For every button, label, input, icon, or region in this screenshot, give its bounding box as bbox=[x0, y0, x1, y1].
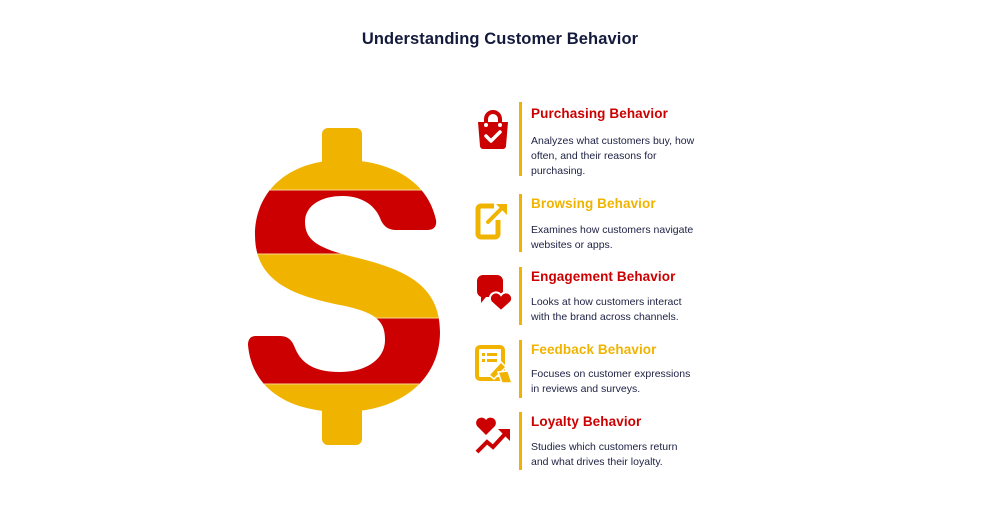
dollar-sign-icon bbox=[248, 128, 440, 445]
divider-bar bbox=[519, 102, 522, 176]
heart-growth-arrow-icon bbox=[475, 417, 510, 454]
behavior-list: Purchasing Behavior Analyzes what custom… bbox=[470, 0, 770, 518]
item-heading: Loyalty Behavior bbox=[531, 414, 642, 429]
item-description: Looks at how customers interact with the… bbox=[531, 296, 682, 323]
item-description: Examines how customers navigate websites… bbox=[531, 224, 694, 251]
divider-bar bbox=[519, 412, 522, 470]
shopping-bag-check-icon bbox=[478, 110, 508, 149]
feedback-form-pen-icon bbox=[475, 345, 514, 384]
item-heading: Browsing Behavior bbox=[531, 196, 656, 211]
item-heading: Engagement Behavior bbox=[531, 269, 676, 284]
divider-bar bbox=[519, 340, 522, 398]
item-heading: Purchasing Behavior bbox=[531, 106, 668, 121]
item-description: Focuses on customer expressions in revie… bbox=[531, 368, 691, 395]
item-description: Analyzes what customers buy, how often, … bbox=[531, 135, 695, 177]
mobile-arrow-icon bbox=[475, 203, 507, 240]
item-description: Studies which customers return and what … bbox=[531, 441, 678, 468]
page-title: Understanding Customer Behavior bbox=[361, 30, 639, 48]
divider-bar bbox=[519, 194, 522, 252]
divider-bar bbox=[519, 267, 522, 325]
chat-heart-icon bbox=[476, 275, 514, 313]
item-heading: Feedback Behavior bbox=[531, 342, 657, 357]
